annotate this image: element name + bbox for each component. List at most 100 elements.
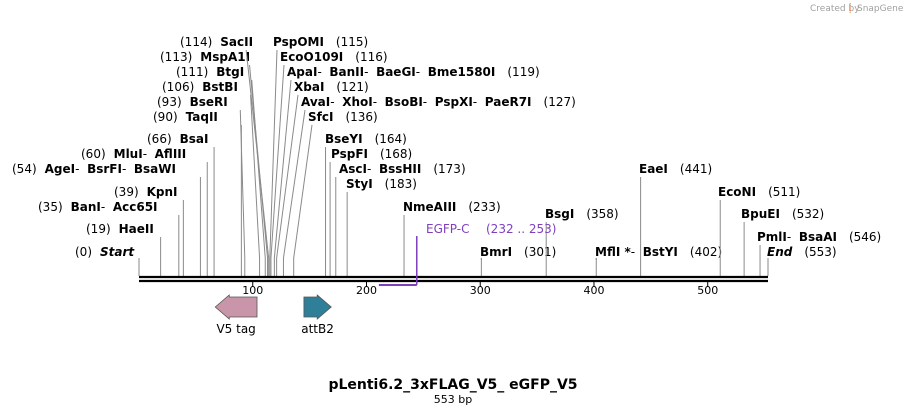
- site-name: ApaI: [287, 65, 317, 79]
- site-leader: [269, 49, 278, 259]
- site-name: TaqII: [186, 110, 218, 124]
- site-name: XbaI: [294, 80, 324, 94]
- site-position: (114): [180, 35, 212, 49]
- site-name: MluI: [114, 147, 143, 161]
- site-position: (441): [680, 162, 712, 176]
- site-name: BseRI: [190, 95, 228, 109]
- site-leader: [293, 124, 313, 259]
- site-position: (106): [162, 80, 194, 94]
- site-name: NmeAIII: [403, 200, 456, 214]
- site-name: EcoNI: [718, 185, 756, 199]
- site-kpni[interactable]: (39)KpnI: [114, 185, 184, 276]
- site-position: (127): [544, 95, 576, 109]
- site-pspomi[interactable]: PspOMI(115): [269, 35, 368, 276]
- site-name: BstBI: [202, 80, 238, 94]
- site-name: EcoO109I: [280, 50, 343, 64]
- site-position: (136): [345, 110, 377, 124]
- site-separator: -: [631, 245, 635, 259]
- site-name: BsaI: [180, 132, 209, 146]
- site-name: XhoI: [342, 95, 373, 109]
- site-bmri[interactable]: BmrI(301): [480, 245, 556, 276]
- site-name: HaeII: [119, 222, 154, 236]
- site-eaei[interactable]: EaeI (441): [639, 162, 712, 276]
- site-position: (358): [586, 207, 618, 221]
- site-position: (66): [147, 132, 172, 146]
- site-position: (19): [86, 222, 111, 236]
- site-mlui[interactable]: (60) MluI - AflIII: [81, 147, 208, 276]
- site-position: (111): [176, 65, 208, 79]
- primer-annotation: EGFP-C(232 .. 253): [378, 222, 556, 286]
- feature-arrow-attb2[interactable]: [303, 294, 332, 320]
- site-avai[interactable]: AvaI - XhoI - BsoBI - PspXI - PaeR7I(127…: [282, 95, 576, 276]
- site-start[interactable]: (0)Start: [75, 245, 140, 276]
- site-sacii[interactable]: (114)SacII: [180, 35, 270, 276]
- credit-prefix: Created by: [810, 4, 860, 14]
- site-ecoo109i[interactable]: EcoO109I(116): [270, 50, 388, 276]
- site-position: (93): [157, 95, 182, 109]
- site-sfci[interactable]: SfcI(136): [293, 110, 378, 276]
- site-haeii[interactable]: (19) HaeII: [86, 222, 162, 276]
- site-position: (39): [114, 185, 139, 199]
- site-styi[interactable]: StyI(183): [346, 177, 417, 276]
- site-mfli[interactable]: MflI * - BstYI(402): [595, 245, 722, 276]
- site-position: (402): [690, 245, 722, 259]
- site-econi[interactable]: EcoNI(511): [718, 185, 800, 276]
- site-leader: [273, 79, 292, 259]
- site-apai[interactable]: ApaI - BanII - BaeGI - Bme1580I(119): [273, 65, 540, 276]
- site-separator: -: [473, 95, 477, 109]
- site-position: (113): [160, 50, 192, 64]
- site-xbai[interactable]: XbaI(121): [276, 80, 369, 276]
- site-position: (532): [792, 207, 824, 221]
- site-nmeaiii[interactable]: NmeAIII (233): [403, 200, 501, 276]
- site-position: (119): [507, 65, 539, 79]
- ruler-tick-label: 400: [583, 284, 604, 297]
- site-name: BanII: [329, 65, 364, 79]
- site-position: (301): [524, 245, 556, 259]
- site-position: (233): [468, 200, 500, 214]
- site-name: AflIII: [155, 147, 187, 161]
- map-length: 553 bp: [434, 393, 472, 406]
- site-name: BtgI: [216, 65, 244, 79]
- site-bpuei[interactable]: BpuEI (532): [741, 207, 824, 276]
- site-end[interactable]: End(553): [767, 245, 837, 276]
- site-bani[interactable]: (35)BanI - Acc65I: [38, 200, 180, 276]
- site-leader: [250, 94, 261, 259]
- site-bsai[interactable]: (66) BsaI: [147, 132, 215, 276]
- feature-label: attB2: [301, 322, 334, 336]
- primer-range: (232 .. 253): [486, 222, 556, 236]
- site-separator: -: [787, 230, 791, 244]
- site-name: BstYI: [643, 245, 678, 259]
- site-pmli[interactable]: PmlI - BsaAI(546): [757, 230, 881, 276]
- site-separator: -: [367, 162, 371, 176]
- site-position: (60): [81, 147, 106, 161]
- feature-arrow-v5-tag[interactable]: [214, 294, 258, 320]
- site-bseyi[interactable]: BseYI (164): [325, 132, 407, 276]
- site-name: EaeI: [639, 162, 668, 176]
- site-name: BsrFI: [87, 162, 122, 176]
- site-separator: -: [330, 95, 334, 109]
- site-position: (553): [804, 245, 836, 259]
- site-position: (164): [375, 132, 407, 146]
- site-taqii[interactable]: (90)TaqII: [153, 110, 242, 276]
- site-separator: -: [143, 147, 147, 161]
- site-separator: -: [75, 162, 79, 176]
- site-agei[interactable]: (54)AgeI - BsrFI - BsaWI: [12, 162, 201, 276]
- site-name: PspOMI: [273, 35, 324, 49]
- site-bsgi[interactable]: BsgI (358): [545, 207, 619, 276]
- restriction-sites: (0)Start (19) HaeII(35)BanI - Acc65I(39)Kp…: [12, 35, 881, 276]
- site-asci[interactable]: AscI - BssHII(173): [335, 162, 466, 276]
- site-pspfi[interactable]: PspFI(168): [329, 147, 412, 276]
- site-bseri[interactable]: (93) BseRI: [157, 95, 246, 276]
- site-separator: -: [423, 95, 427, 109]
- site-bstbi[interactable]: (106) BstBI: [162, 80, 261, 276]
- site-name: BsaWI: [134, 162, 176, 176]
- site-name: BseYI: [325, 132, 363, 146]
- site-name: AgeI: [45, 162, 75, 176]
- site-name: PmlI: [757, 230, 787, 244]
- ruler-tick-label: 100: [242, 284, 263, 297]
- site-name: PspFI: [331, 147, 368, 161]
- site-name: BpuEI: [741, 207, 780, 221]
- site-name: AvaI: [301, 95, 330, 109]
- site-name: BsgI: [545, 207, 574, 221]
